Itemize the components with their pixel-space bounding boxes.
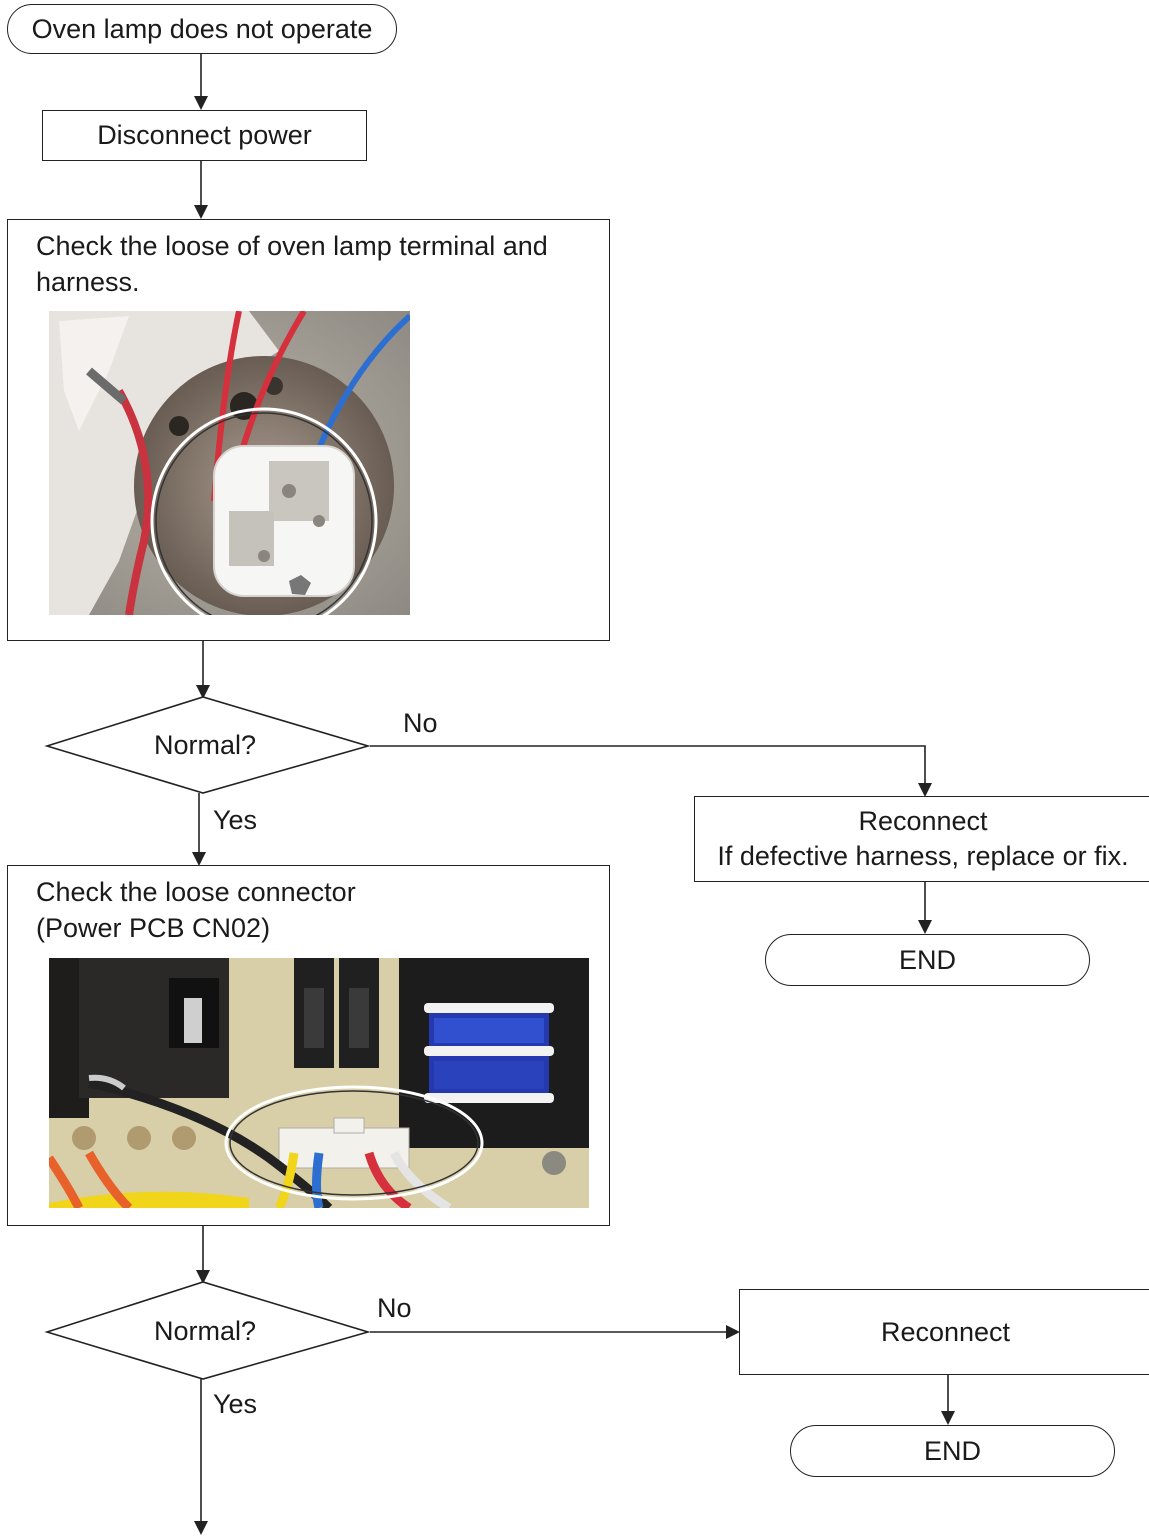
- disconnect-power-label: Disconnect power: [97, 120, 312, 150]
- decision1-label: Normal?: [154, 730, 257, 760]
- check-lamp-line2: harness.: [36, 267, 140, 297]
- reconnect-label: Reconnect: [880, 1316, 1011, 1347]
- end1-label: END: [898, 944, 956, 975]
- decision2-no-label: No: [377, 1293, 412, 1323]
- reconnect-replace-box: Reconnect If defective harness, replace …: [694, 796, 1149, 882]
- disconnect-power-box: Disconnect power: [42, 110, 367, 161]
- start-label: Oven lamp does not operate: [31, 13, 373, 44]
- end-terminator-2: END: [790, 1425, 1115, 1477]
- reconnect-box: Reconnect: [739, 1289, 1149, 1375]
- decision2-yes-label: Yes: [213, 1389, 258, 1419]
- decision1-yes-label: Yes: [213, 805, 258, 835]
- check-lamp-line1: Check the loose of oven lamp terminal an…: [36, 231, 548, 261]
- end2-label: END: [923, 1435, 981, 1466]
- reconnect-replace-line1: Reconnect: [858, 806, 988, 836]
- power-pcb-photo: [49, 958, 589, 1208]
- reconnect-replace-line2: If defective harness, replace or fix.: [717, 841, 1129, 871]
- check-connector-text: Check the loose connector (Power PCB CN0…: [36, 874, 356, 946]
- end-terminator-1: END: [765, 934, 1090, 986]
- check-lamp-box: Check the loose of oven lamp terminal an…: [7, 219, 610, 641]
- arrow-decision1-no: [370, 745, 932, 797]
- check-connector-box: Check the loose connector (Power PCB CN0…: [7, 865, 610, 1226]
- decision2-label: Normal?: [154, 1316, 257, 1346]
- oven-lamp-photo: [49, 311, 410, 615]
- check-lamp-text: Check the loose of oven lamp terminal an…: [36, 228, 548, 300]
- check-connector-line1: Check the loose connector: [36, 877, 356, 907]
- decision1-diamond: [44, 696, 371, 794]
- decision2-diamond: [44, 1281, 371, 1380]
- decision1-no-label: No: [403, 708, 438, 738]
- start-terminator: Oven lamp does not operate: [7, 4, 397, 54]
- check-connector-line2: (Power PCB CN02): [36, 913, 271, 943]
